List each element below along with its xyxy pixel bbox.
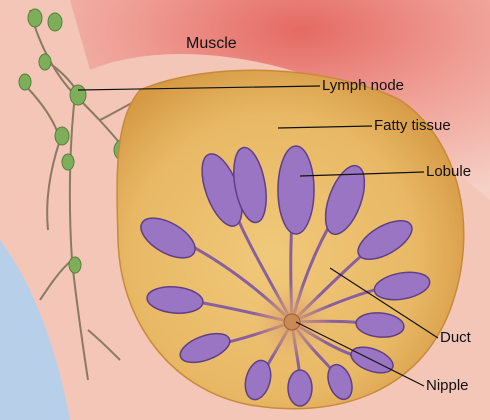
label-duct: Duct bbox=[440, 330, 471, 345]
nipple-shape bbox=[284, 314, 300, 330]
label-fatty-tissue: Fatty tissue bbox=[374, 118, 451, 133]
label-lymph-node: Lymph node bbox=[322, 78, 404, 93]
label-muscle: Muscle bbox=[186, 36, 237, 52]
label-lobule: Lobule bbox=[426, 164, 471, 179]
label-nipple: Nipple bbox=[426, 378, 469, 393]
